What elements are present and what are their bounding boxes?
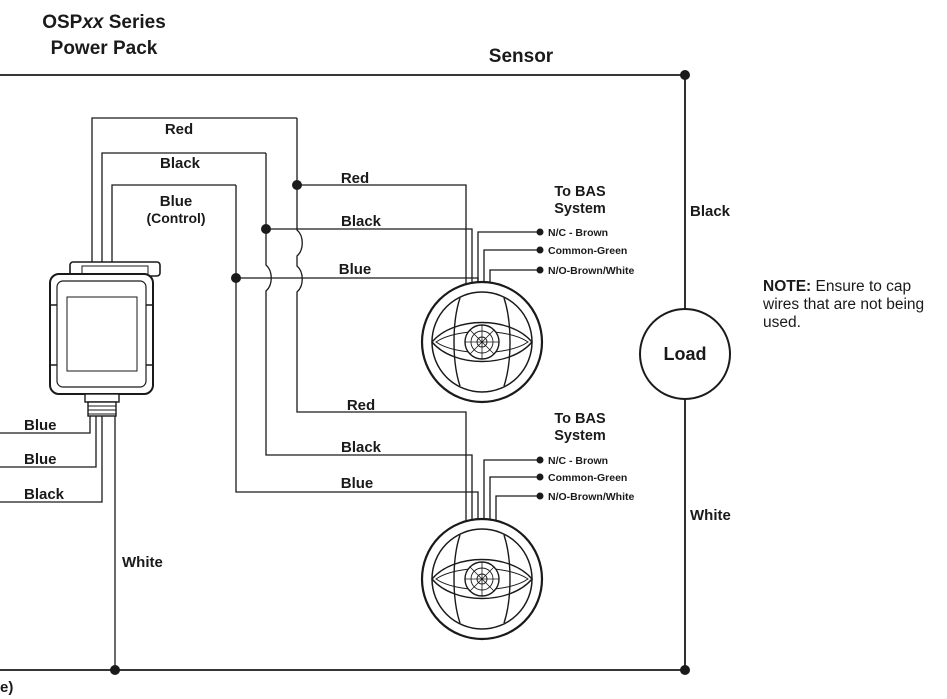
red-bus-wire [296, 118, 467, 560]
pp-black-label: Black [160, 155, 201, 172]
power-pack-output-wires [0, 416, 103, 503]
bottom-bas-lead-no: N/O-Brown/White [548, 491, 634, 503]
bottom-sensor-blue-label: Blue [341, 475, 374, 492]
top-bas-title-2: System [554, 201, 606, 217]
pp-red-wire [91, 117, 297, 262]
top-bas-lead-nc: N/C - Brown [548, 227, 608, 239]
top-red-feed [297, 184, 467, 322]
pp-wire-black: Black [24, 486, 65, 503]
power-pack-subtitle: Power Pack [51, 38, 158, 59]
top-bas-title-1: To BAS [554, 184, 606, 200]
top-sensor-black-label: Black [341, 213, 382, 230]
top-bas-lead-no: N/O-Brown/White [548, 265, 634, 277]
bottom-bas-title-2: System [554, 428, 606, 444]
note-text: NOTE: Ensure to cap wires that are not b… [763, 278, 943, 332]
load-circle [639, 308, 731, 400]
bottom-bas-lead-common: Common-Green [548, 472, 627, 484]
bottom-bas-title-1: To BAS [554, 411, 606, 427]
sensor-heading: Sensor [489, 46, 554, 67]
load-bottom-wire-label: White [690, 507, 731, 524]
pp-red-label: Red [165, 121, 193, 138]
pp-blue-label: Blue [160, 193, 193, 210]
note-body: Ensure to cap wires that are not being u… [763, 278, 925, 331]
top-bas-leads [477, 228, 544, 322]
top-sensor-red-label: Red [341, 170, 369, 187]
pp-blue-wire [111, 184, 236, 262]
bottom-bas-lead-nc: N/C - Brown [548, 455, 608, 467]
bottom-bas-leads [483, 456, 544, 560]
bottom-fragment-text: e) [0, 679, 13, 696]
load-label: Load [664, 344, 707, 364]
load-top-wire-label: Black [690, 203, 731, 220]
power-pack [49, 261, 161, 417]
top-bas-lead-common: Common-Green [548, 245, 627, 257]
pp-wire-blue-1: Blue [24, 417, 57, 434]
power-pack-title: OSPxx Series [42, 12, 166, 33]
bottom-sensor-black-label: Black [341, 439, 382, 456]
top-sensor-blue-label: Blue [339, 261, 372, 278]
pp-blue-control-label: (Control) [146, 210, 205, 226]
junction-bottom-right [680, 665, 690, 675]
junction-blue [231, 273, 241, 283]
bottom-sensor-icon [420, 517, 544, 641]
pp-wire-blue-2: Blue [24, 451, 57, 468]
note-bold: NOTE: [763, 278, 812, 295]
junction-black [261, 224, 271, 234]
bottom-sensor-red-label: Red [347, 397, 375, 414]
junction-top-right [680, 70, 690, 80]
top-sensor-icon [420, 280, 544, 404]
junction-red [292, 180, 302, 190]
pp-black-wire [101, 152, 266, 262]
white-wire-label: White [122, 554, 163, 571]
black-bus-wire [265, 153, 473, 560]
